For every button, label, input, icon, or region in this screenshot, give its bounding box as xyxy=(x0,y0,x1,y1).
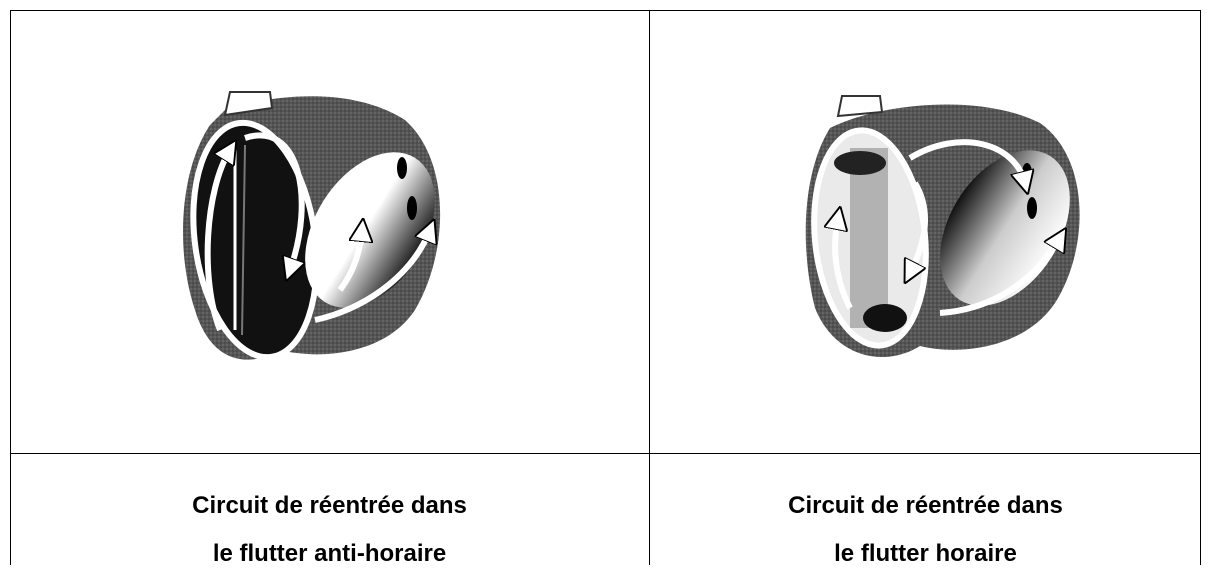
caption-line2: le flutter horaire xyxy=(650,540,1201,568)
caption-line1: Circuit de réentrée dans xyxy=(10,492,649,520)
caption-counterclockwise: Circuit de réentrée dans le flutter anti… xyxy=(10,454,649,565)
caption-line2: le flutter anti-horaire xyxy=(10,540,649,568)
caption-line1: Circuit de réentrée dans xyxy=(650,492,1201,520)
heart-counterclockwise-reentry-icon xyxy=(150,80,470,390)
heart-diagram-right xyxy=(790,88,1100,378)
heart-clockwise-reentry-icon xyxy=(790,88,1100,378)
heart-diagram-left xyxy=(150,80,470,390)
caption-clockwise: Circuit de réentrée dans le flutter hora… xyxy=(650,454,1201,565)
